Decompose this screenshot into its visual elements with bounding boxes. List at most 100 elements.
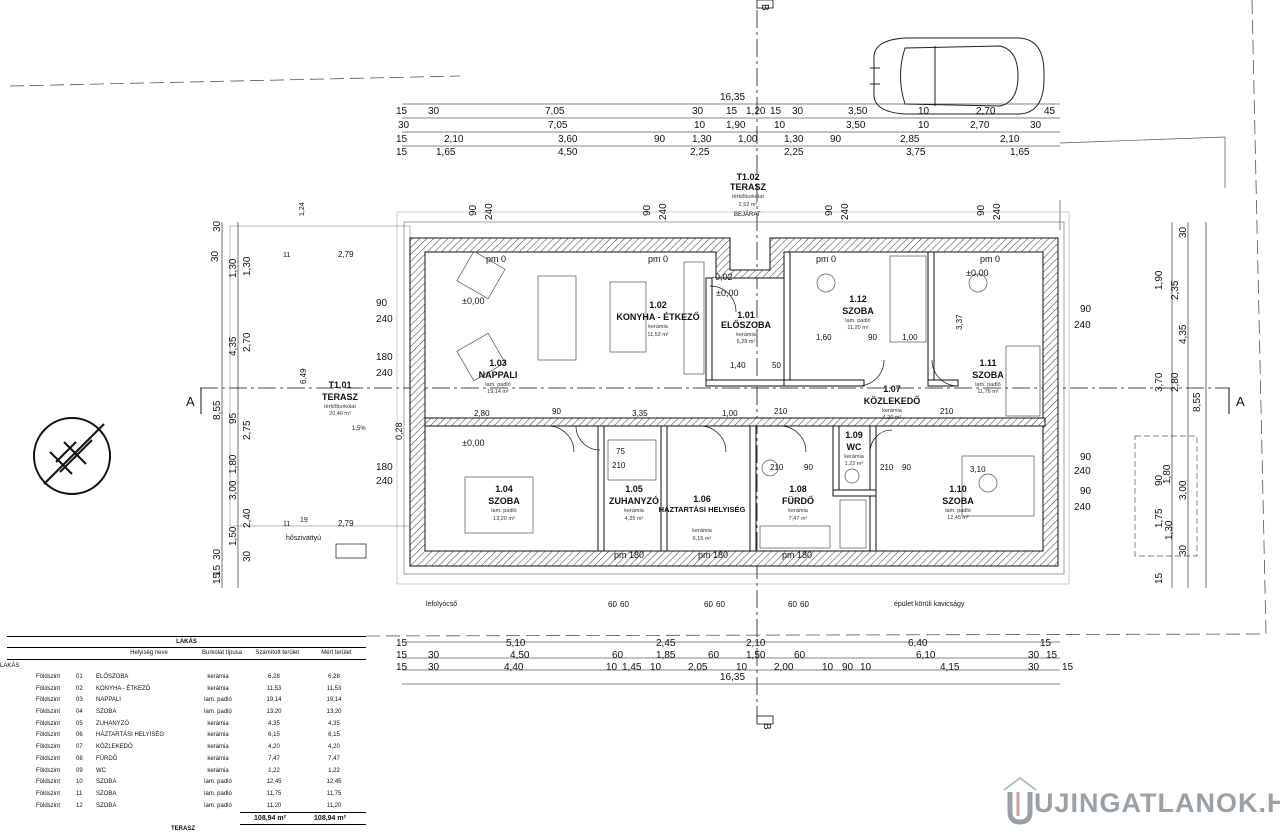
dim-label: 30 [1028, 662, 1040, 673]
dim-label: 240 [1074, 502, 1091, 513]
room-1-09: 1.09 WC kerámia 1,22 m² [844, 430, 865, 467]
cell-meas: 1,22 [328, 767, 340, 774]
cell-name: NAPPALI [96, 697, 121, 704]
svg-text:kerámia: kerámia [882, 408, 903, 414]
dim-label: 90 [976, 204, 987, 216]
svg-text:1.12: 1.12 [849, 294, 867, 304]
dim-label: 2,10 [746, 638, 766, 649]
shower-icon [607, 439, 657, 481]
cell-name: KONYHA - ÉTKEZŐ [96, 685, 151, 692]
dim-label: 90 [654, 134, 666, 145]
dim-label: 1,65 [1010, 147, 1030, 158]
svg-text:T1.02: T1.02 [736, 172, 759, 182]
svg-text:lam. padló: lam. padló [975, 382, 1000, 388]
bed-icon [464, 476, 534, 534]
cell-name: SZOBA [96, 790, 117, 797]
dim-label: 30 [428, 650, 440, 661]
dim-label: 15 [212, 572, 223, 584]
dim-label: 4,40 [504, 662, 524, 673]
dim-label: 30 [692, 106, 704, 117]
dim-label: 2,70 [976, 106, 996, 117]
room-1-12: 1.12 SZOBA lam. padló 11,20 m² [842, 294, 874, 331]
dim-label: 4,15 [940, 662, 960, 673]
svg-text:19,14 m²: 19,14 m² [487, 389, 509, 395]
dim-label: 2,70 [970, 120, 990, 131]
cell-floor: kerámia [207, 720, 229, 727]
cell-floor: lam. padló [204, 790, 232, 797]
dim-label: 15 [1040, 638, 1052, 649]
dim-label: 2,45 [656, 638, 676, 649]
svg-text:1.09: 1.09 [845, 430, 863, 440]
total-calc: 108,94 m² [254, 815, 286, 823]
dim-label: 15 [726, 106, 738, 117]
dim-label: 1,65 [436, 147, 456, 158]
cell-meas: 19,14 [326, 697, 342, 704]
car-icon [870, 37, 1045, 115]
gravel-bed-label: épület körüli kavicságy [894, 601, 965, 608]
section-mark-b-bottom: B [761, 723, 772, 730]
cell-floor: kerámia [207, 744, 229, 751]
dim-label: 15 [770, 106, 782, 117]
cell-level: Földszint [36, 732, 61, 739]
dim-label: 10 [606, 662, 618, 673]
cell-no: 09 [76, 767, 83, 774]
dim-label: 6,40 [908, 638, 928, 649]
cell-calc: 19,14 [266, 697, 282, 704]
col-calc: Számított terület [255, 650, 300, 656]
svg-text:lam. padló: lam. padló [945, 508, 970, 514]
dim-label: 210 [774, 407, 788, 416]
level-marker: -0,02 [712, 272, 733, 282]
cell-level: Földszint [36, 790, 61, 797]
dim-label: 30 [428, 106, 440, 117]
svg-text:1.06: 1.06 [693, 494, 711, 504]
dim-label: 60 [704, 600, 713, 609]
cell-no: 05 [76, 720, 83, 727]
dim-label: 30 [792, 106, 804, 117]
dim-label: 1,30 [242, 256, 253, 276]
cell-level: Földszint [36, 755, 61, 762]
svg-text:kerámia: kerámia [844, 454, 865, 460]
table-header: Helyiség neve Burkolat típusa Számított … [7, 648, 366, 660]
armchair-icon [456, 250, 506, 300]
dim-label: 15 [396, 638, 408, 649]
dim-label: 3,37 [955, 314, 964, 330]
room-1-01: 1.01 ELŐSZOBA kerámia 6,28 m² [721, 310, 772, 345]
dim-label: 30 [212, 548, 223, 560]
cell-calc: 1,22 [268, 767, 280, 774]
dim-label: 2,40 [242, 508, 253, 528]
level-marker: pm 180 [614, 550, 644, 560]
svg-text:1.08: 1.08 [789, 484, 807, 494]
cell-name: HÁZTARTÁSI HELYISÉG [96, 732, 165, 739]
svg-text:1.07: 1.07 [883, 384, 901, 394]
svg-text:TERASZ: TERASZ [322, 392, 359, 402]
dim-label: 10 [860, 662, 872, 673]
dim-label: 2,05 [688, 662, 708, 673]
svg-text:térkőburkolat: térkőburkolat [732, 194, 764, 200]
cell-name: KÖZLEKEDŐ [96, 744, 133, 751]
dim-label: 3,70 [1154, 372, 1165, 392]
cell-calc: 11,53 [266, 685, 282, 692]
dim-label: 45 [1044, 106, 1056, 117]
cell-level: Földszint [36, 674, 61, 680]
svg-text:1,22 m²: 1,22 m² [845, 461, 864, 467]
dim-label: 60 [800, 600, 809, 609]
total-meas: 108,94 m² [314, 815, 346, 823]
dim-label: 4,50 [558, 147, 578, 158]
table-next-title: TERASZ [171, 826, 195, 833]
room-1-02: 1.02 KONYHA - ÉTKEZŐ kerámia 11,53 m² [616, 300, 699, 338]
dim-label: 10 [736, 662, 748, 673]
cell-floor: lam. padló [204, 779, 232, 786]
section-mark-b-top: B [759, 4, 770, 11]
dim-label: 1,00 [902, 333, 918, 342]
terrace-t1-02: T1.02 TERASZ térkőburkolat 2,52 m² [730, 172, 767, 208]
dim-label: 50 [772, 361, 781, 370]
dim-label: 2,70 [242, 332, 253, 352]
cell-no: 07 [76, 744, 83, 751]
svg-text:lam. padló: lam. padló [491, 508, 516, 514]
table-icon [609, 281, 647, 353]
